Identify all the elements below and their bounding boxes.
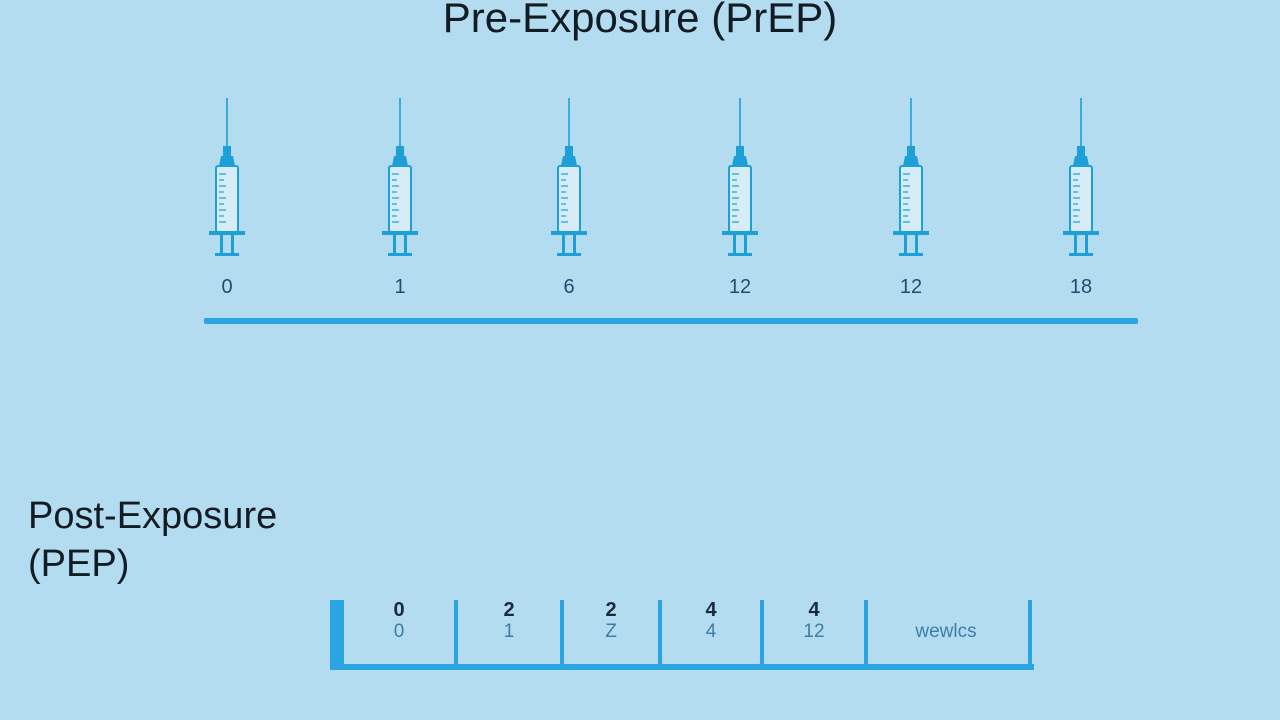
pep-schedule-table: 0 0 2 1 2 Z 4 4 4 12 wewlcs xyxy=(330,600,1034,672)
dose-marker: 18 xyxy=(1051,96,1111,299)
dose-time-label: 0 xyxy=(221,276,233,298)
syringe-icon xyxy=(551,98,587,256)
pep-column-top-value: 0 xyxy=(393,599,405,621)
prep-title: Pre-Exposure (PrEP) xyxy=(442,0,838,41)
pep-column-divider xyxy=(658,600,662,668)
dose-marker: 12 xyxy=(881,96,941,299)
syringe-icon xyxy=(1063,98,1099,256)
pep-title-line1: Post-Exposure xyxy=(28,495,278,537)
dose-marker: 12 xyxy=(710,96,770,299)
pep-column: 0 0 xyxy=(344,600,454,664)
pep-column-divider xyxy=(760,600,764,668)
dose-time-label: 12 xyxy=(899,276,923,298)
syringe-icon xyxy=(722,98,758,256)
dose-time-label: 12 xyxy=(728,276,752,298)
pep-column-top-value: 4 xyxy=(808,599,820,621)
syringe-icon xyxy=(893,98,929,256)
pep-unit-label: wewlcs xyxy=(915,621,977,642)
pep-column-divider xyxy=(560,600,564,668)
pep-column-bottom-value: 0 xyxy=(393,621,405,642)
prep-timeline: 0 1 6 12 xyxy=(0,96,1280,306)
pep-column-bottom-value: 4 xyxy=(705,621,717,642)
pep-column-top-value: 4 xyxy=(705,599,717,621)
dose-time-label: 1 xyxy=(394,276,406,298)
syringe-icon xyxy=(382,98,418,256)
pep-title-line2: (PEP) xyxy=(28,543,130,585)
prep-timeline-axis xyxy=(204,318,1138,324)
pep-column: 4 12 xyxy=(764,600,864,664)
pep-column-divider xyxy=(1028,600,1032,668)
dose-marker: 1 xyxy=(370,96,430,299)
dose-marker: 6 xyxy=(539,96,599,299)
pep-title: Post-Exposure (PEP) xyxy=(28,492,277,588)
pep-table-base-line xyxy=(330,664,1034,670)
pep-column-divider xyxy=(864,600,868,668)
pep-column-divider xyxy=(454,600,458,668)
pep-column-bottom-value: Z xyxy=(605,621,617,642)
pep-column-top-value: 2 xyxy=(605,599,617,621)
dose-time-label: 6 xyxy=(563,276,575,298)
pep-column-bottom-value: 1 xyxy=(503,621,515,642)
pep-column: 2 1 xyxy=(458,600,560,664)
pep-column: 2 Z xyxy=(564,600,658,664)
pep-column: 4 4 xyxy=(662,600,760,664)
dose-marker: 0 xyxy=(197,96,257,299)
pep-column-bottom-value: 12 xyxy=(803,621,825,642)
pep-column-top-value: 2 xyxy=(503,599,515,621)
syringe-icon xyxy=(209,98,245,256)
pep-column-divider xyxy=(330,600,344,668)
dose-time-label: 18 xyxy=(1069,276,1093,298)
